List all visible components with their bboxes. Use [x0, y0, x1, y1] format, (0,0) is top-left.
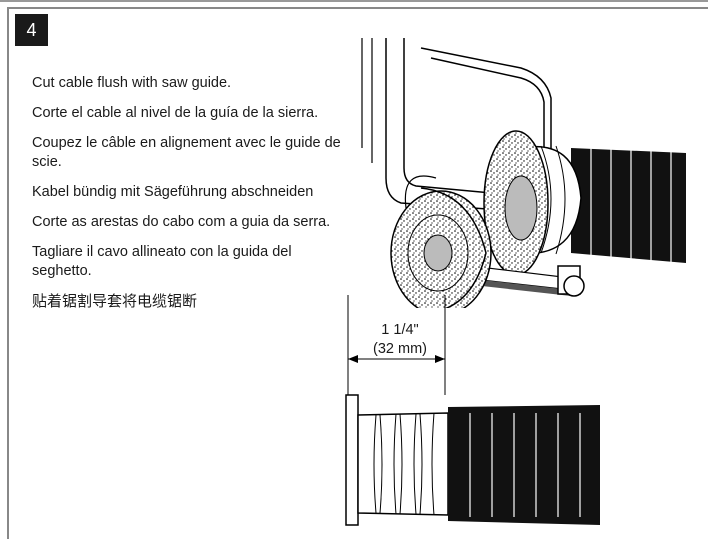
- instruction-list: Cut cable flush with saw guide. Corte el…: [32, 74, 342, 322]
- instruction-chinese: 贴着锯割导套将电缆锯断: [32, 293, 198, 310]
- instruction-italian: Tagliare il cavo allineato con la guida …: [32, 244, 292, 279]
- instruction-spanish: Corte el cable al nivel de la guía de la…: [32, 105, 319, 121]
- step-number-badge: 4: [15, 14, 48, 46]
- dimension-metric: (32 mm): [373, 341, 427, 357]
- instruction-english: Cut cable flush with saw guide.: [32, 75, 232, 91]
- page-frame: [7, 7, 708, 539]
- dimension-label: 1 1/4" (32 mm): [360, 321, 440, 359]
- header-rule: [0, 0, 708, 2]
- dimension-imperial: 1 1/4": [381, 322, 419, 338]
- instruction-french: Coupez le câble en alignement avec le gu…: [32, 135, 341, 170]
- saw-cutting-cable-illustration: [361, 38, 686, 308]
- instruction-german: Kabel bündig mit Sägeführung abschneiden: [32, 184, 314, 200]
- instruction-portuguese: Corte as arestas do cabo com a guia da s…: [32, 214, 331, 230]
- cable-dimension-illustration: [345, 295, 600, 526]
